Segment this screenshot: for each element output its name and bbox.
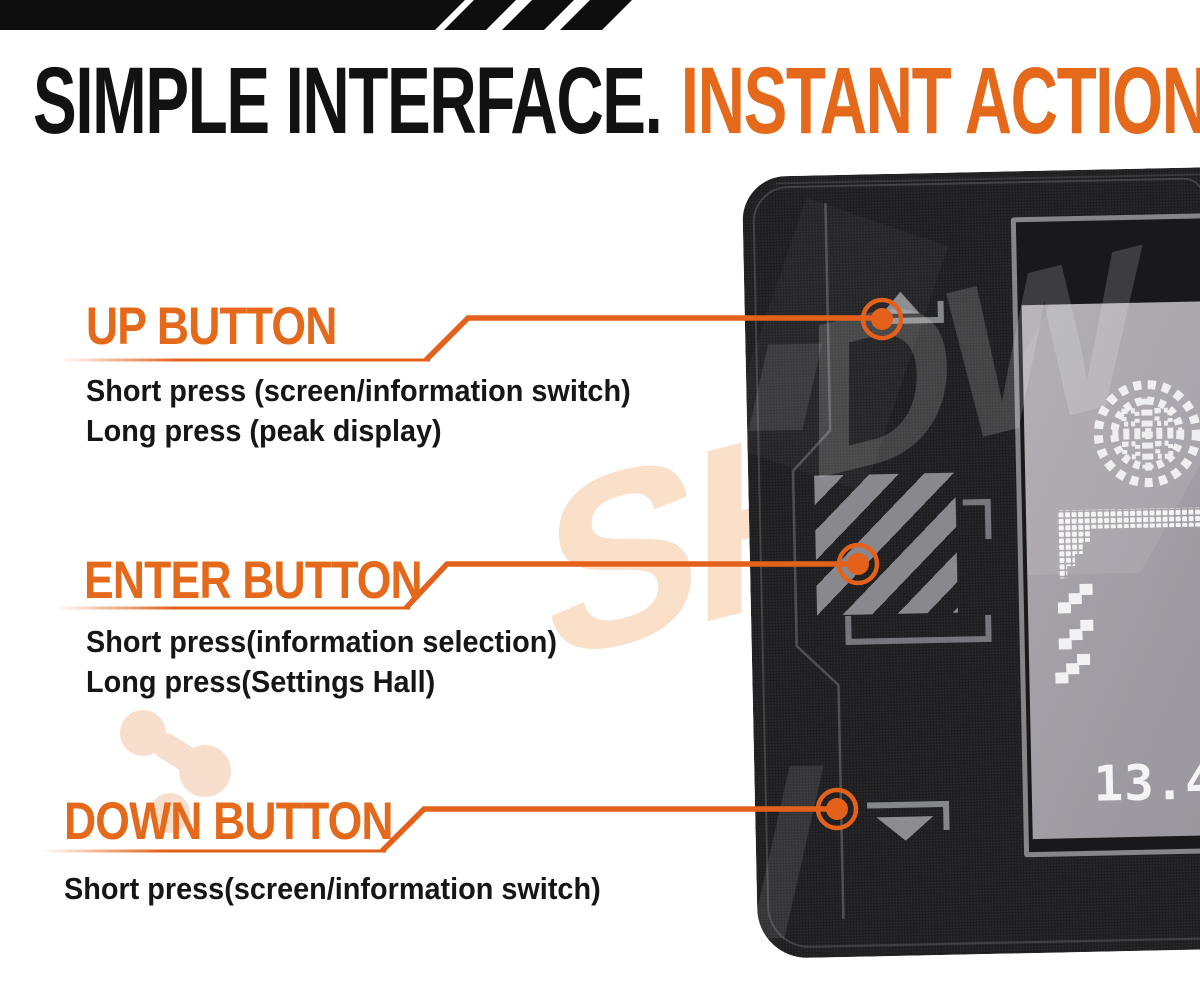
lcd-ramp-graphic [1056,498,1200,579]
lcd-wheel-icon [1093,380,1200,488]
lcd-stair-marks [1055,583,1094,684]
up-button-marker-dot [871,308,893,330]
enter-button-marker-dot [847,553,869,575]
enter-button-marker-ring [836,542,880,586]
enter-callout-desc-line1: Short press(information selection) [86,624,557,659]
up-callout-desc-line2: Long press (peak display) [86,413,442,448]
down-callout-title: DOWN BUTTON [64,792,394,851]
down-callout-desc-line1: Short press(screen/information switch) [64,871,601,906]
device-panel-line [791,203,845,920]
down-button[interactable] [866,800,950,842]
enter-button-brackets [845,498,992,645]
enter-callout-desc-line2: Long press(Settings Hall) [86,664,436,699]
up-callout-desc: Short press (screen/information switch) … [86,371,631,451]
up-callout-desc-line1: Short press (screen/information switch) [86,373,631,408]
enter-callout-title: ENTER BUTTON [84,551,423,610]
enter-callout-desc: Short press(information selection) Long … [86,622,557,702]
headline-black: SIMPLE INTERFACE. [33,48,663,154]
headline: SIMPLE INTERFACE.INSTANT ACTION. [33,51,1200,152]
watermark-blob [150,793,190,833]
device-glyphs [791,203,992,920]
down-callout-line [42,787,859,853]
down-button-marker-ring [815,787,859,831]
lcd-screen: 13.4 [1021,292,1200,840]
hazard-stripes [0,0,700,30]
hazard-bar [0,0,465,30]
throttle-controller-device: 13.4 [741,167,1200,959]
up-callout-line [60,297,904,362]
up-button-marker-ring [860,297,904,341]
headline-orange: INSTANT ACTION. [680,48,1200,154]
down-button-marker-dot [826,798,848,820]
up-callout-title: UP BUTTON [86,297,337,356]
enter-callout-line [55,542,880,610]
down-callout-desc: Short press(screen/information switch) [64,869,601,909]
lcd-graphics [1055,380,1200,684]
